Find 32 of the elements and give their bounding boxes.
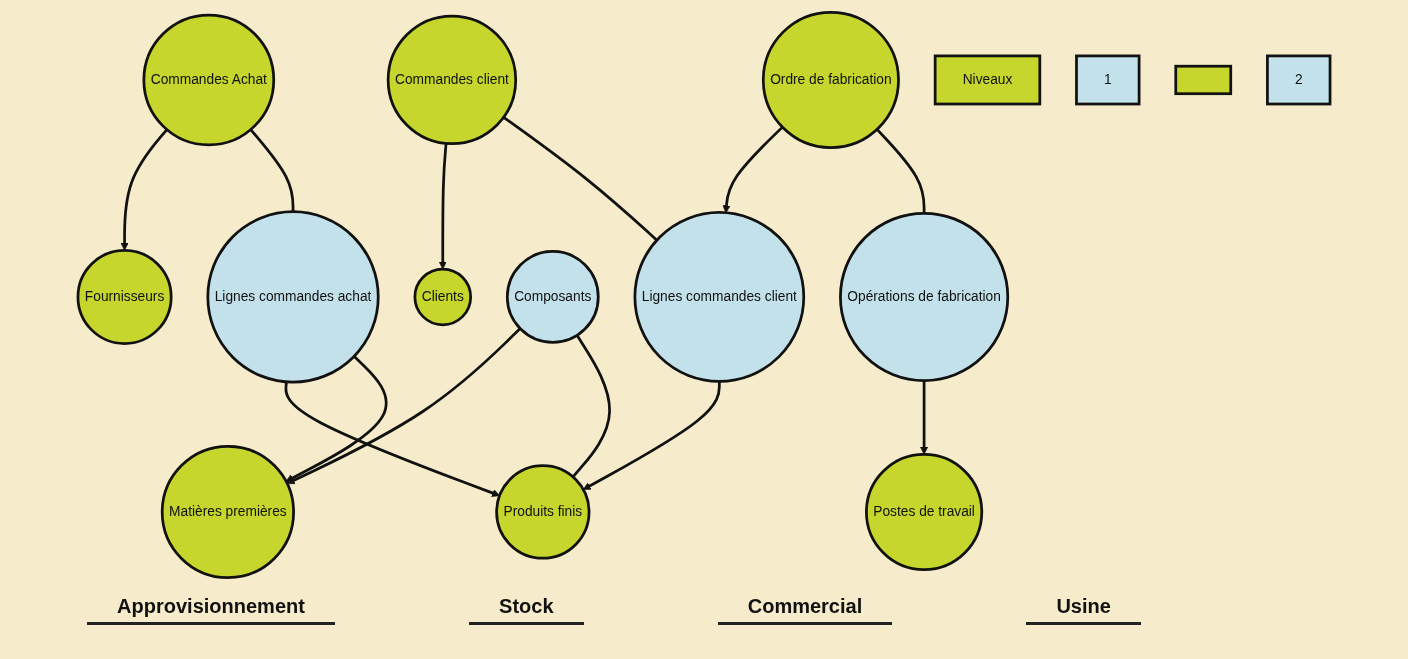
node-box <box>1174 64 1233 96</box>
arrow <box>285 355 388 482</box>
connector <box>571 334 611 478</box>
group-label: Usine <box>1026 595 1141 625</box>
node-circle: Lignes commandes achat <box>206 210 380 384</box>
arrow <box>438 143 448 270</box>
group-label: Approvisionnement <box>87 595 335 625</box>
node-circle: Opérations de fabrication <box>839 211 1010 382</box>
connector <box>502 116 658 242</box>
connector <box>249 128 295 212</box>
node-circle: Composants <box>505 250 600 344</box>
group-label: Stock <box>469 595 584 625</box>
node-circle: Postes de travail <box>865 452 984 572</box>
node-circle: Lignes commandes client <box>633 211 806 383</box>
arrow <box>284 381 500 497</box>
node-circle: Clients <box>413 267 473 327</box>
arrow <box>286 327 522 485</box>
group-label: Commercial <box>717 595 893 625</box>
arrow <box>722 126 784 214</box>
node-box: 1 <box>1075 54 1141 106</box>
node-circle: Produits finis <box>495 464 591 560</box>
node-circle: Commandes client <box>386 14 518 146</box>
arrow <box>582 381 721 490</box>
node-circle: Fournisseurs <box>76 248 173 345</box>
node-box: Niveaux <box>933 54 1042 106</box>
node-box: 2 <box>1266 54 1332 106</box>
node-circle: Matières premières <box>160 444 295 580</box>
node-circle: Commandes Achat <box>142 13 276 147</box>
connector <box>876 128 926 214</box>
node-circle: Ordre de fabrication <box>761 10 900 149</box>
arrow <box>920 380 929 455</box>
arrow <box>120 128 168 251</box>
